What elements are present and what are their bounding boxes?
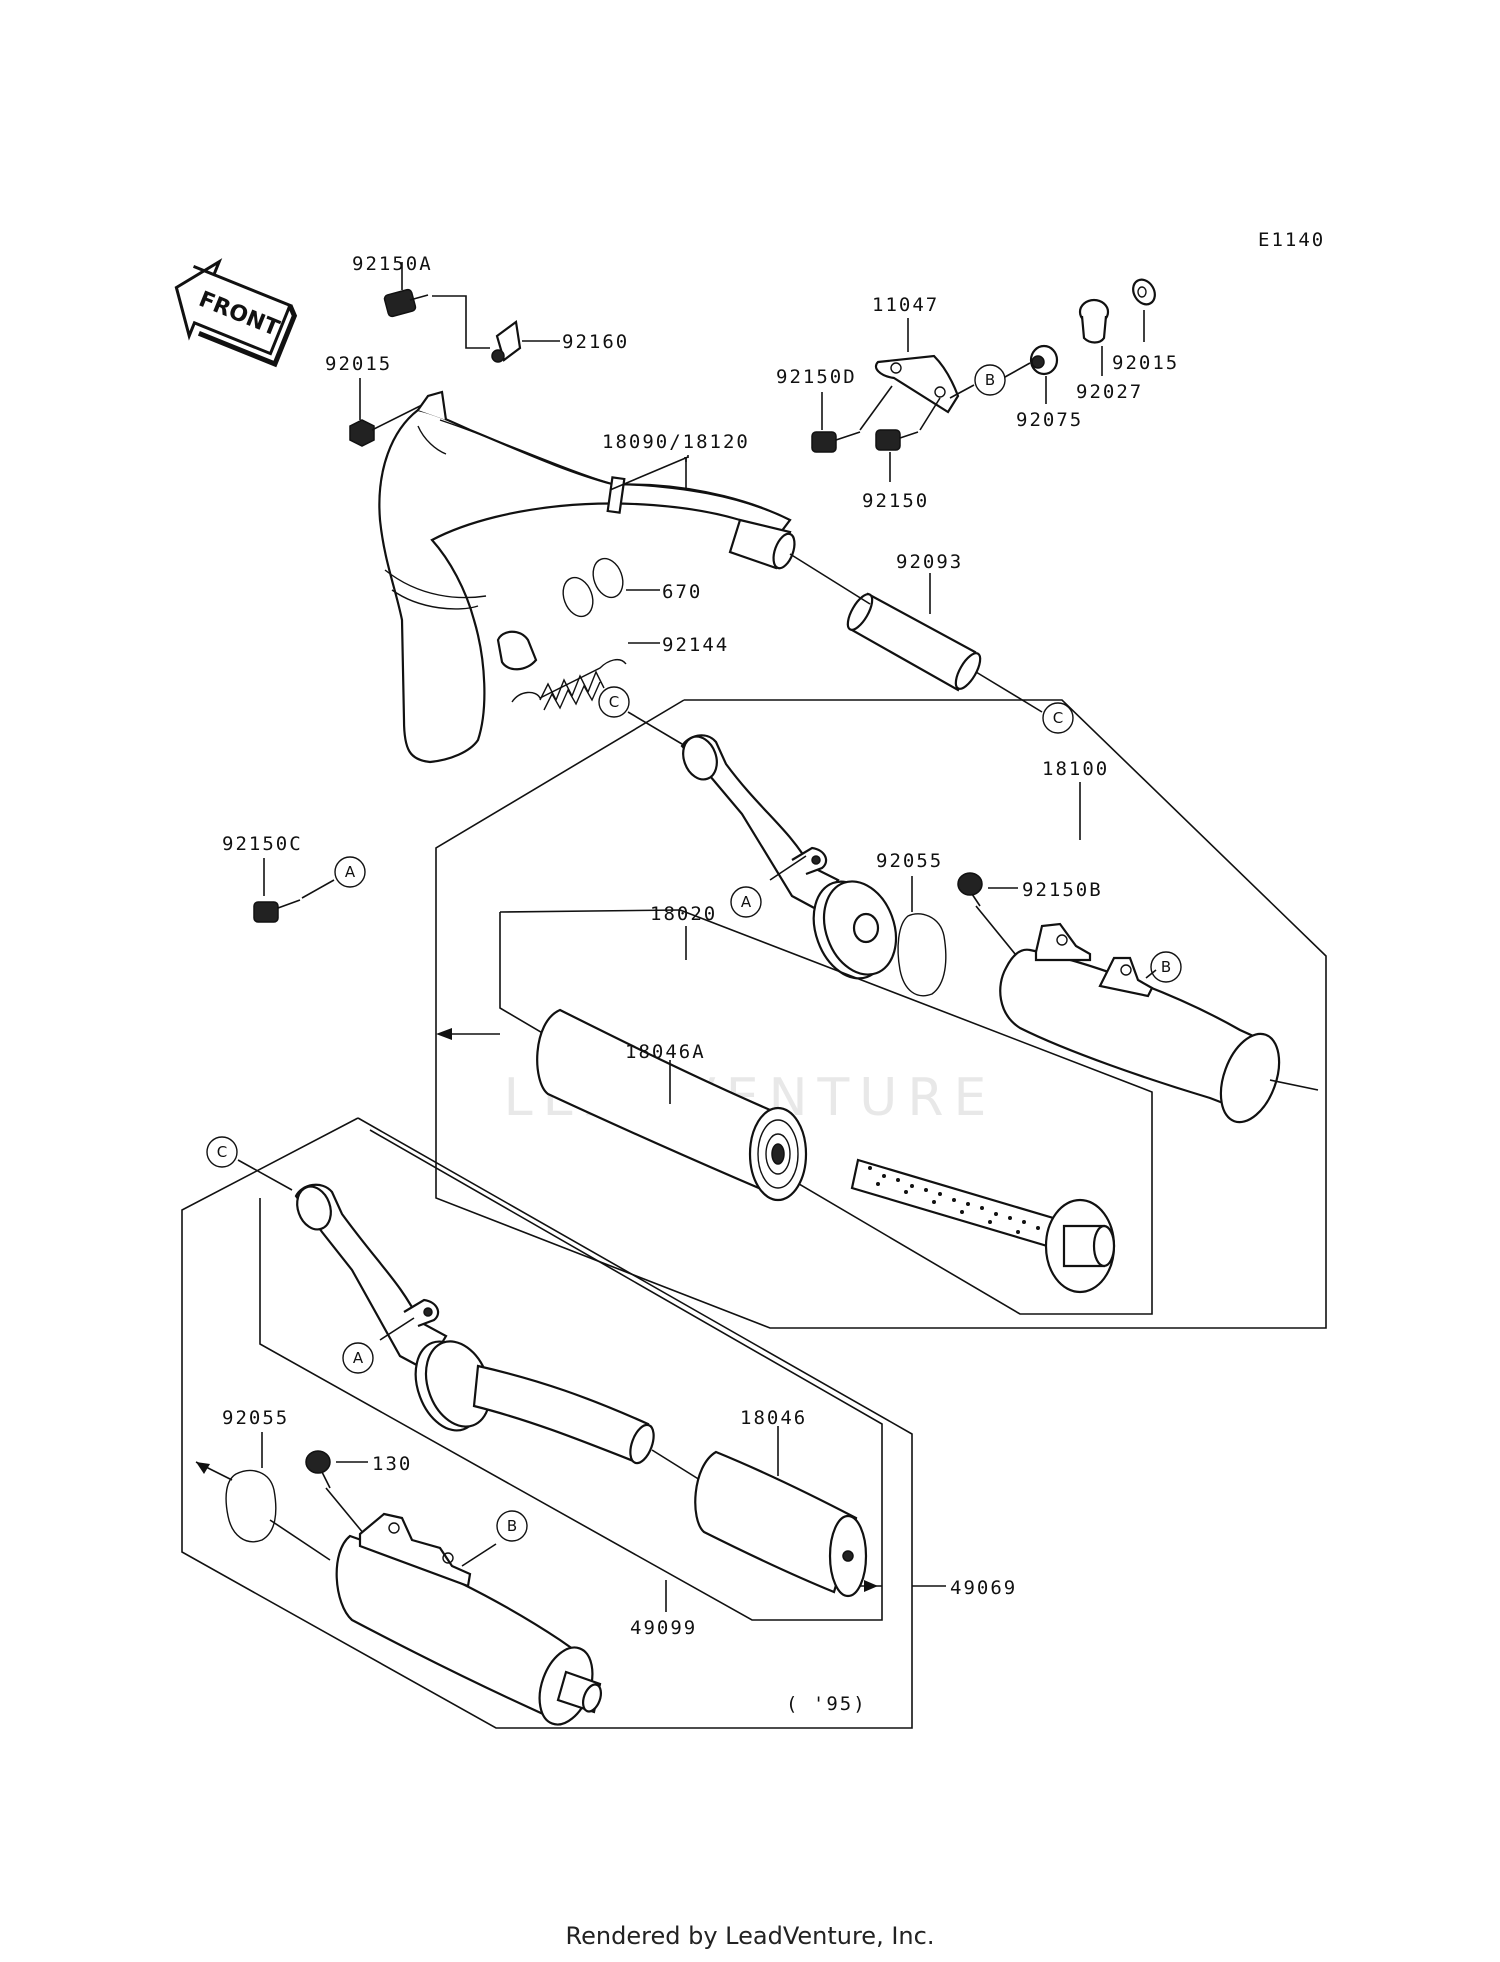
ref-circle-a1-icon — [334, 856, 366, 888]
label-18020: 18020 — [650, 903, 717, 925]
collar-92027-icon — [1078, 298, 1110, 344]
ref-circle-b2-icon — [1150, 951, 1182, 983]
o-ring-670-icon — [562, 557, 624, 618]
damper-92075-icon — [1029, 344, 1059, 376]
ref-letter-a-1: A — [345, 863, 356, 881]
label-49099: 49099 — [630, 1617, 697, 1639]
label-130: 130 — [372, 1453, 412, 1475]
ref-letter-b: B — [985, 371, 995, 389]
ref-circle-a2-icon — [730, 886, 762, 918]
pipe-92093-icon — [846, 592, 982, 692]
bolt-130-icon — [305, 1450, 331, 1489]
bolt-92150c-icon — [253, 899, 301, 923]
label-92055-bottom: 92055 — [222, 1407, 289, 1429]
ref-circle-c2-icon — [598, 686, 630, 718]
label-92150: 92150 — [862, 490, 929, 512]
gasket-92055-top-icon — [897, 913, 947, 997]
silencer-insert-18046a — [536, 1008, 808, 1202]
expansion-chamber-pipe — [378, 390, 796, 764]
gasket-92055-bottom-icon — [225, 1469, 277, 1543]
ref-letter-c-2: C — [609, 693, 619, 711]
label-670: 670 — [662, 581, 702, 603]
diagram-code: E1140 — [1258, 229, 1325, 251]
ref-circle-c3-icon — [206, 1136, 238, 1168]
ref-circle-a3-icon — [342, 1342, 374, 1374]
label-92150a: 92150A — [352, 253, 433, 275]
label-92075: 92075 — [1016, 409, 1083, 431]
ref-circle-c-icon — [1042, 702, 1074, 734]
spring-92144-icon — [511, 658, 627, 711]
ref-letter-c-3: C — [217, 1143, 227, 1161]
label-18046a: 18046A — [625, 1041, 706, 1063]
ref-letter-b-2: B — [1161, 958, 1171, 976]
muffler-inlet-pipe-upper — [680, 734, 898, 980]
label-92015-right: 92015 — [1112, 352, 1179, 374]
label-92093: 92093 — [896, 551, 963, 573]
muffler-inlet-pipe-lower — [294, 1183, 655, 1465]
perforated-core-icon — [850, 1158, 1116, 1294]
bolt-92150-icon — [875, 429, 919, 451]
label-18100: 18100 — [1042, 758, 1109, 780]
label-92150d: 92150D — [776, 366, 857, 388]
ref-circle-b3-icon — [496, 1510, 528, 1542]
ref-letter-c-1: C — [1053, 709, 1063, 727]
label-92027: 92027 — [1076, 381, 1143, 403]
ref-letter-b-3: B — [507, 1517, 517, 1535]
footer-credit: Rendered by LeadVenture, Inc. — [565, 1922, 935, 1950]
muffler-body-upper — [999, 922, 1281, 1124]
ref-circle-b-icon — [974, 364, 1006, 396]
label-92144: 92144 — [662, 634, 729, 656]
silencer-18046 — [694, 1450, 868, 1598]
label-92160: 92160 — [562, 331, 629, 353]
nut-92015-right-icon — [1132, 278, 1156, 306]
bolt-92150d-icon — [811, 431, 861, 453]
label-49069: 49069 — [950, 1577, 1017, 1599]
bracket-11047-icon — [874, 354, 960, 414]
ref-letter-a-2: A — [741, 893, 752, 911]
label-18090-18120: 18090/18120 — [602, 431, 750, 453]
bolt-92150b-icon — [957, 872, 983, 907]
front-arrow-icon: FRONT — [174, 258, 298, 368]
label-11047: 11047 — [872, 294, 939, 316]
year-note: ( '95) — [786, 1693, 867, 1715]
label-92055-top: 92055 — [876, 850, 943, 872]
bolt-92150a-icon — [383, 288, 429, 318]
muffler-body-lower — [335, 1512, 603, 1726]
label-18046: 18046 — [740, 1407, 807, 1429]
nut-92015-left-icon — [349, 419, 375, 447]
label-92150c: 92150C — [222, 833, 303, 855]
label-92150b: 92150B — [1022, 879, 1103, 901]
label-92015-left: 92015 — [325, 353, 392, 375]
ref-letter-a-3: A — [353, 1349, 364, 1367]
collar-92160-icon — [491, 320, 522, 363]
